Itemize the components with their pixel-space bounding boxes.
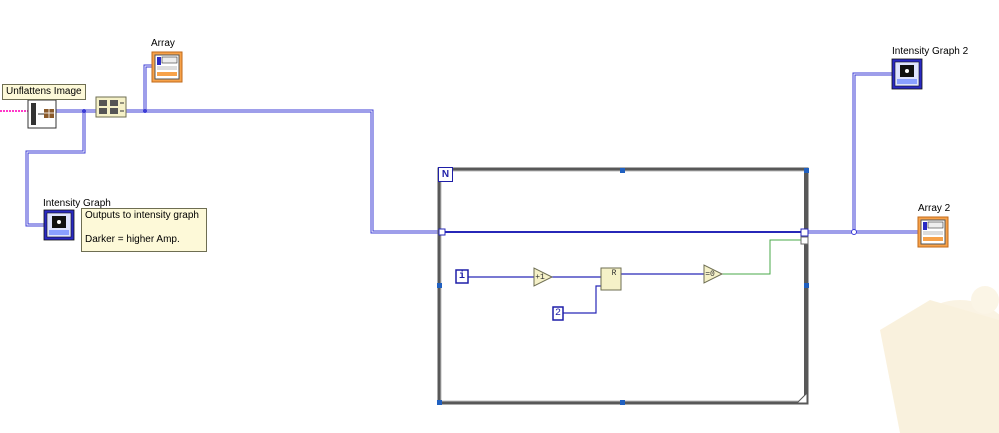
array-indicator-icon[interactable] [151,51,183,83]
quotient-remainder-node[interactable] [600,267,622,291]
intensity-graph-icon[interactable] [43,209,75,241]
iteration-terminal[interactable] [455,269,469,284]
for-loop-structure[interactable] [437,167,809,405]
array-2-label: Array 2 [918,203,951,214]
increment-node-label: +1 [535,273,545,282]
unflatten-label: Unflattens Image [2,84,86,100]
equal-zero-node-label: =0 [705,270,715,279]
comment-line-1: Outputs to intensity graph [85,210,199,221]
bool-wire[interactable] [722,239,801,275]
array-label: Array [151,38,175,49]
array-subset-icon[interactable] [95,96,127,118]
loop-count-terminal[interactable]: N [438,167,453,182]
array-2-indicator-icon[interactable] [917,216,949,248]
increment-node[interactable] [533,267,554,287]
intensity-graph-2-icon[interactable] [891,58,923,90]
quotient-remainder-label: R [611,269,617,278]
array-wire-loop[interactable] [438,228,809,245]
intensity-graph-label: Intensity Graph [43,198,111,209]
unflatten-image-icon[interactable] [27,99,57,129]
labview-watermark-icon [880,286,999,433]
divisor-constant[interactable] [552,306,564,321]
divisor-constant-label: 2 [554,308,561,319]
int-wires[interactable] [468,273,704,314]
equal-zero-node[interactable] [703,264,724,284]
intensity-graph-2-label: Intensity Graph 2 [892,46,969,57]
array-wire-main[interactable] [25,64,918,234]
comment-line-2: Darker = higher Amp. [85,234,180,245]
iteration-terminal-label: i [458,271,465,282]
comment-note[interactable]: Outputs to intensity graph Darker = high… [81,208,207,252]
